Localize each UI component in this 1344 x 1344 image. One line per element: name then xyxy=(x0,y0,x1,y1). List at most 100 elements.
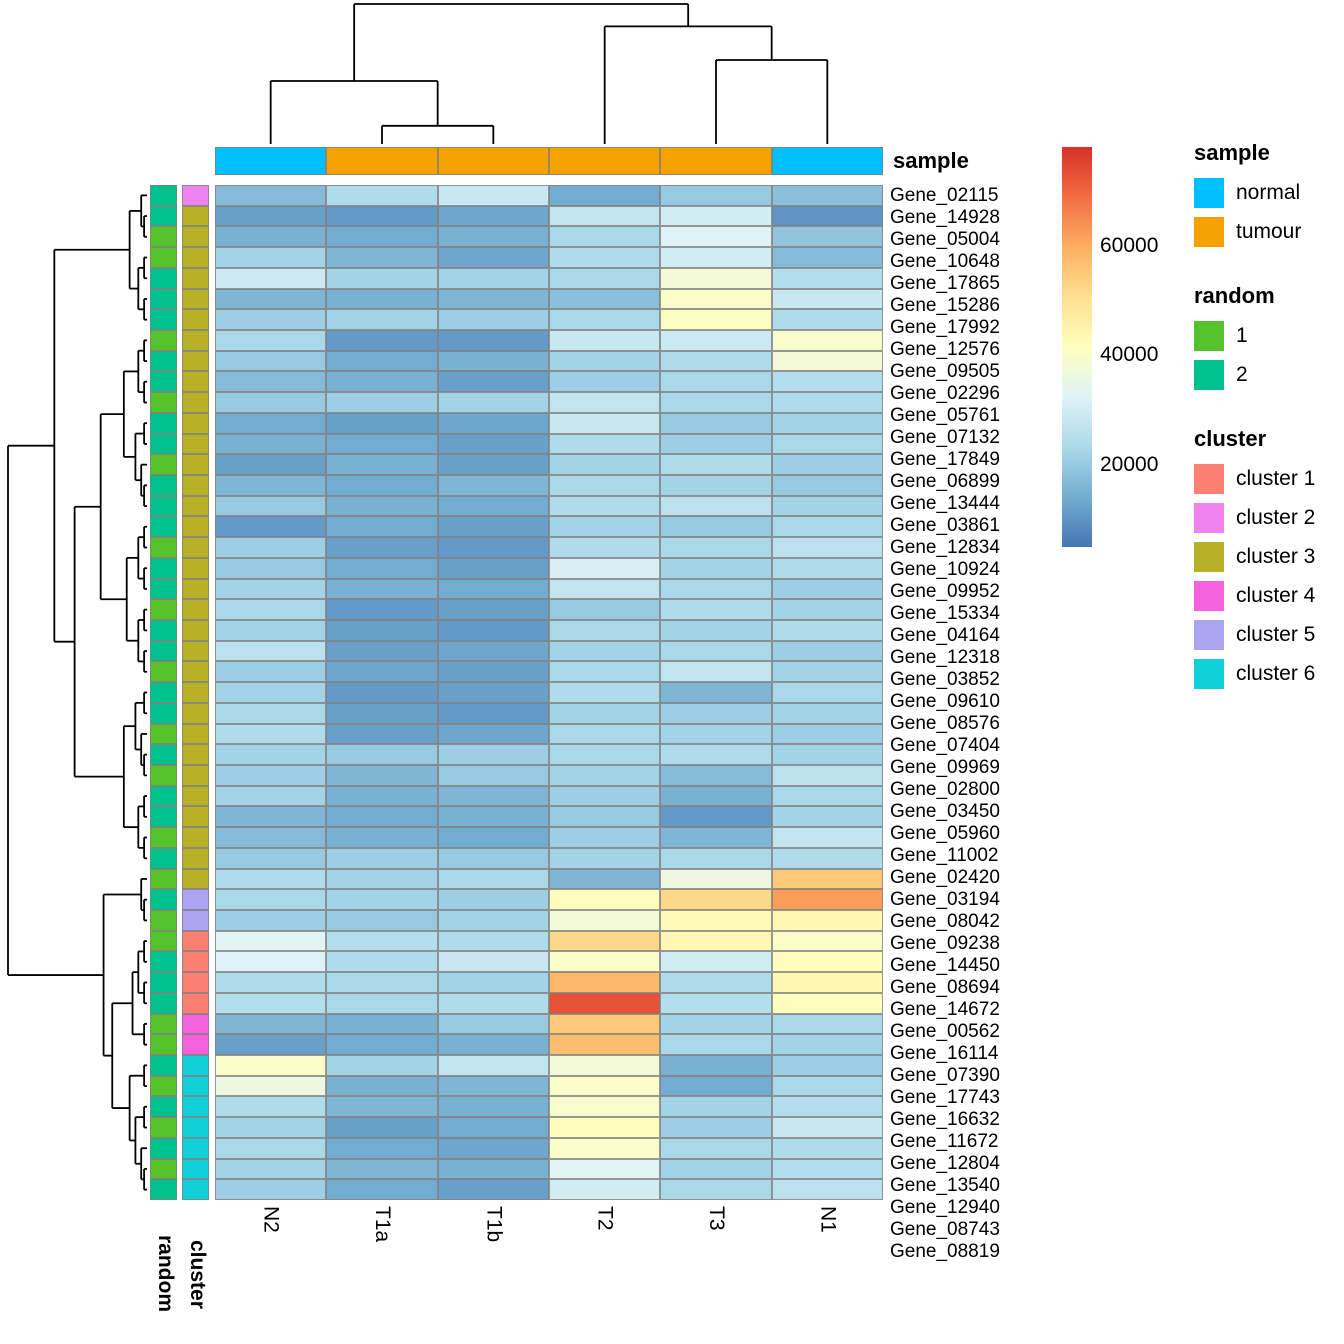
random-annotation-cell xyxy=(150,288,177,310)
legend-title-cluster: cluster xyxy=(1194,426,1267,451)
heatmap-cell xyxy=(660,847,772,869)
heatmap-cell xyxy=(326,288,438,310)
legend-item: 2 xyxy=(1194,360,1344,390)
heatmap-cell xyxy=(437,226,549,248)
heatmap-cell xyxy=(549,433,661,455)
heatmap-cell xyxy=(549,474,661,496)
heatmap-cell xyxy=(215,205,327,227)
cluster-annotation-cell xyxy=(182,827,209,848)
random-annotation-cell xyxy=(150,1137,177,1159)
heatmap-cell xyxy=(549,1117,661,1138)
legend-item-label: normal xyxy=(1236,181,1301,204)
gene-label: Gene_07390 xyxy=(890,1065,1000,1086)
random-annotation-cell xyxy=(150,1158,177,1180)
heatmap-cell xyxy=(549,1034,661,1055)
random-annotation-cell xyxy=(150,309,177,330)
heatmap-cell xyxy=(437,537,549,558)
gene-label: Gene_12804 xyxy=(890,1153,1000,1174)
colorbar-tick-label: 20000 xyxy=(1100,452,1159,476)
heatmap-cell xyxy=(549,495,661,517)
random-annotation-cell xyxy=(150,1034,177,1055)
heatmap-cell xyxy=(660,412,772,434)
heatmap-cell xyxy=(660,1158,772,1180)
gene-label: Gene_05761 xyxy=(890,405,1000,426)
heatmap-cell xyxy=(771,474,883,496)
heatmap-cell xyxy=(326,474,438,496)
cluster-annotation-cell xyxy=(182,847,209,869)
heatmap-cell xyxy=(771,288,883,310)
random-annotation-cell xyxy=(150,909,177,931)
legend-swatch xyxy=(1194,503,1224,533)
cluster-annotation-cell xyxy=(182,392,209,413)
heatmap-cell xyxy=(771,702,883,724)
heatmap-cell xyxy=(771,619,883,641)
heatmap-cell xyxy=(660,702,772,724)
heatmap-cell xyxy=(326,267,438,289)
heatmap-cell xyxy=(326,329,438,351)
heatmap-cell xyxy=(549,329,661,351)
column-label: T2 xyxy=(593,1206,617,1231)
heatmap-cell xyxy=(771,806,883,828)
heatmap-cell xyxy=(660,599,772,620)
cluster-annotation-cell xyxy=(182,1096,209,1118)
heatmap-cell xyxy=(549,537,661,558)
gene-label: Gene_15286 xyxy=(890,295,1000,316)
random-annotation-cell xyxy=(150,1054,177,1076)
random-annotation-cell xyxy=(150,972,177,993)
legend-swatch xyxy=(1194,217,1224,247)
gene-label: Gene_09952 xyxy=(890,581,1000,602)
gene-label: Gene_08819 xyxy=(890,1241,1000,1262)
gene-label: Gene_17992 xyxy=(890,317,1000,338)
column-label: T1b xyxy=(482,1206,506,1243)
heatmap-cell xyxy=(437,847,549,869)
heatmap-cell xyxy=(215,889,327,910)
cluster-annotation-cell xyxy=(182,909,209,931)
heatmap-cell xyxy=(215,619,327,641)
heatmap-cell xyxy=(771,412,883,434)
heatmap-cell xyxy=(660,226,772,248)
heatmap-cell xyxy=(437,827,549,848)
gene-label: Gene_04164 xyxy=(890,625,1000,646)
heatmap-cell xyxy=(549,371,661,393)
random-annotation-cell xyxy=(150,930,177,952)
heatmap-cell xyxy=(771,578,883,600)
heatmap-cell xyxy=(660,557,772,579)
random-annotation-cell xyxy=(150,226,177,248)
gene-label: Gene_03450 xyxy=(890,801,1000,822)
legend-item-label: cluster 4 xyxy=(1236,584,1316,607)
heatmap-cell xyxy=(771,1034,883,1055)
sample-annotation-cell xyxy=(549,147,661,175)
column-label-slot: T1a xyxy=(326,1206,437,1306)
legend-item: tumour xyxy=(1194,217,1344,247)
cluster-annotation-cell xyxy=(182,309,209,330)
heatmap-cell xyxy=(326,309,438,330)
heatmap-cell xyxy=(215,1013,327,1035)
heatmap-cell xyxy=(326,764,438,786)
heatmap-cell xyxy=(215,267,327,289)
legend-item: cluster 5 xyxy=(1194,620,1344,650)
heatmap-cell xyxy=(549,702,661,724)
cluster-annotation-cell xyxy=(182,640,209,662)
heatmap-cell xyxy=(437,992,549,1014)
cluster-annotation-cell xyxy=(182,764,209,786)
heatmap-cell xyxy=(437,578,549,600)
cluster-annotation-cell xyxy=(182,412,209,434)
heatmap-cell xyxy=(771,992,883,1014)
legend-item: cluster 4 xyxy=(1194,581,1344,611)
heatmap-cell xyxy=(437,785,549,807)
heatmap-cell xyxy=(771,889,883,910)
heatmap-cell xyxy=(660,909,772,931)
heatmap-cell xyxy=(326,599,438,620)
heatmap-cell xyxy=(660,1034,772,1055)
heatmap-cell xyxy=(771,868,883,890)
cluster-annotation-cell xyxy=(182,495,209,517)
gene-label: Gene_06899 xyxy=(890,471,1000,492)
heatmap-cell xyxy=(437,619,549,641)
heatmap-cell xyxy=(771,350,883,372)
heatmap-cell xyxy=(326,557,438,579)
heatmap-cell xyxy=(326,1179,438,1200)
heatmap-cell xyxy=(549,578,661,600)
